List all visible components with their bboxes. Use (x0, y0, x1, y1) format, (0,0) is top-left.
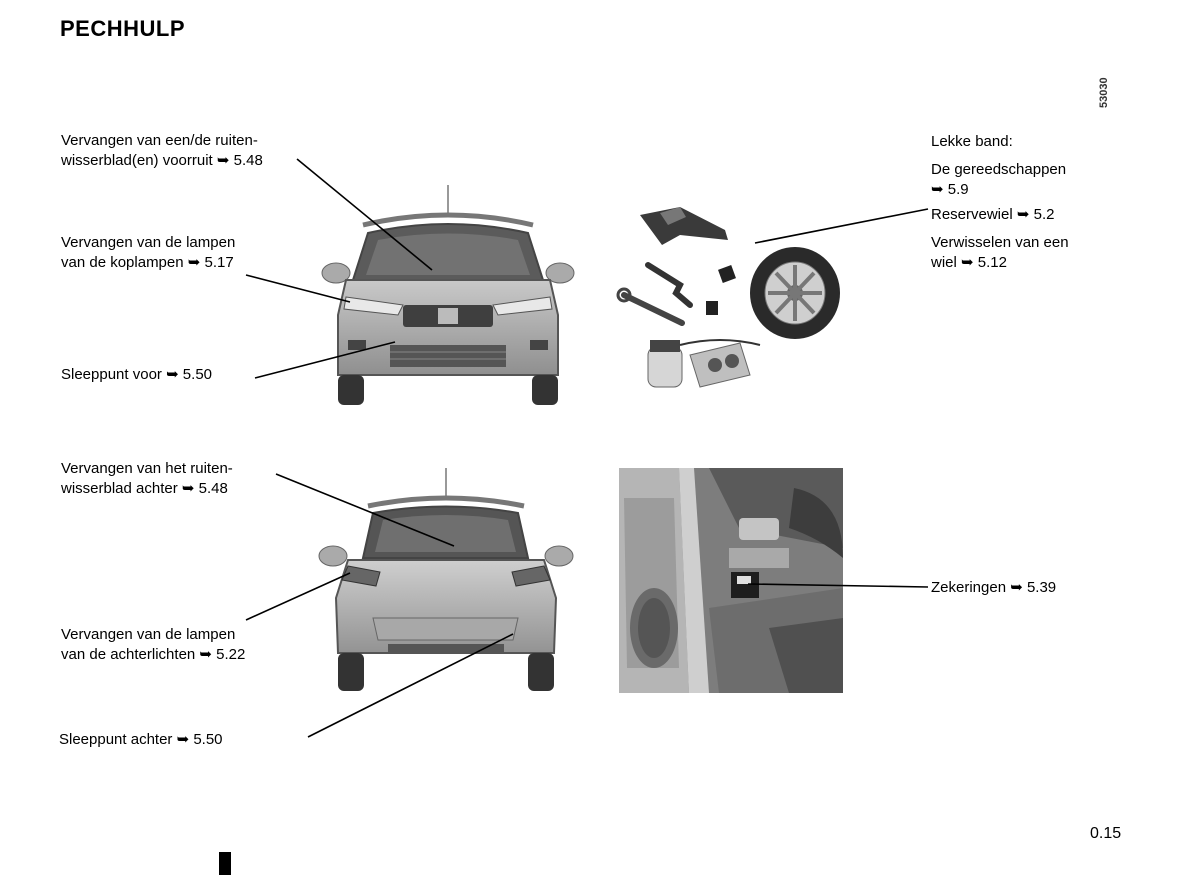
tools-spare-wheel-illustration (616, 207, 840, 388)
page-number: 0.15 (1090, 825, 1122, 842)
label-spare-wheel: Reservewiel ➥ 5.2 (931, 206, 1055, 223)
label-wiper-rear: Vervangen van het ruiten- wisserblad ach… (61, 460, 233, 497)
label-tools: De gereedschappen ➥ 5.9 (931, 161, 1067, 198)
car-front-illustration (321, 185, 575, 405)
label-flat-tyre: Lekke band: (931, 133, 1013, 150)
label-taillamps: Vervangen van de lampen van de achterlic… (61, 626, 246, 663)
car-rear-illustration (318, 468, 574, 691)
label-tow-rear: Sleeppunt achter ➥ 5.50 (59, 731, 223, 748)
page-title: PECHHULP (60, 16, 186, 41)
label-headlamps: Vervangen van de lampen van de koplampen… (61, 234, 236, 271)
label-fuses: Zekeringen ➥ 5.39 (931, 579, 1057, 596)
label-tow-front: Sleeppunt voor ➥ 5.50 (61, 366, 213, 383)
label-change-wheel: Verwisselen van een wiel ➥ 5.12 (931, 234, 1069, 271)
fuse-box-illustration (619, 468, 843, 693)
label-wiper-front: Vervangen van een/de ruiten- wisserblad(… (61, 132, 263, 169)
page-edge-marker (219, 852, 231, 875)
